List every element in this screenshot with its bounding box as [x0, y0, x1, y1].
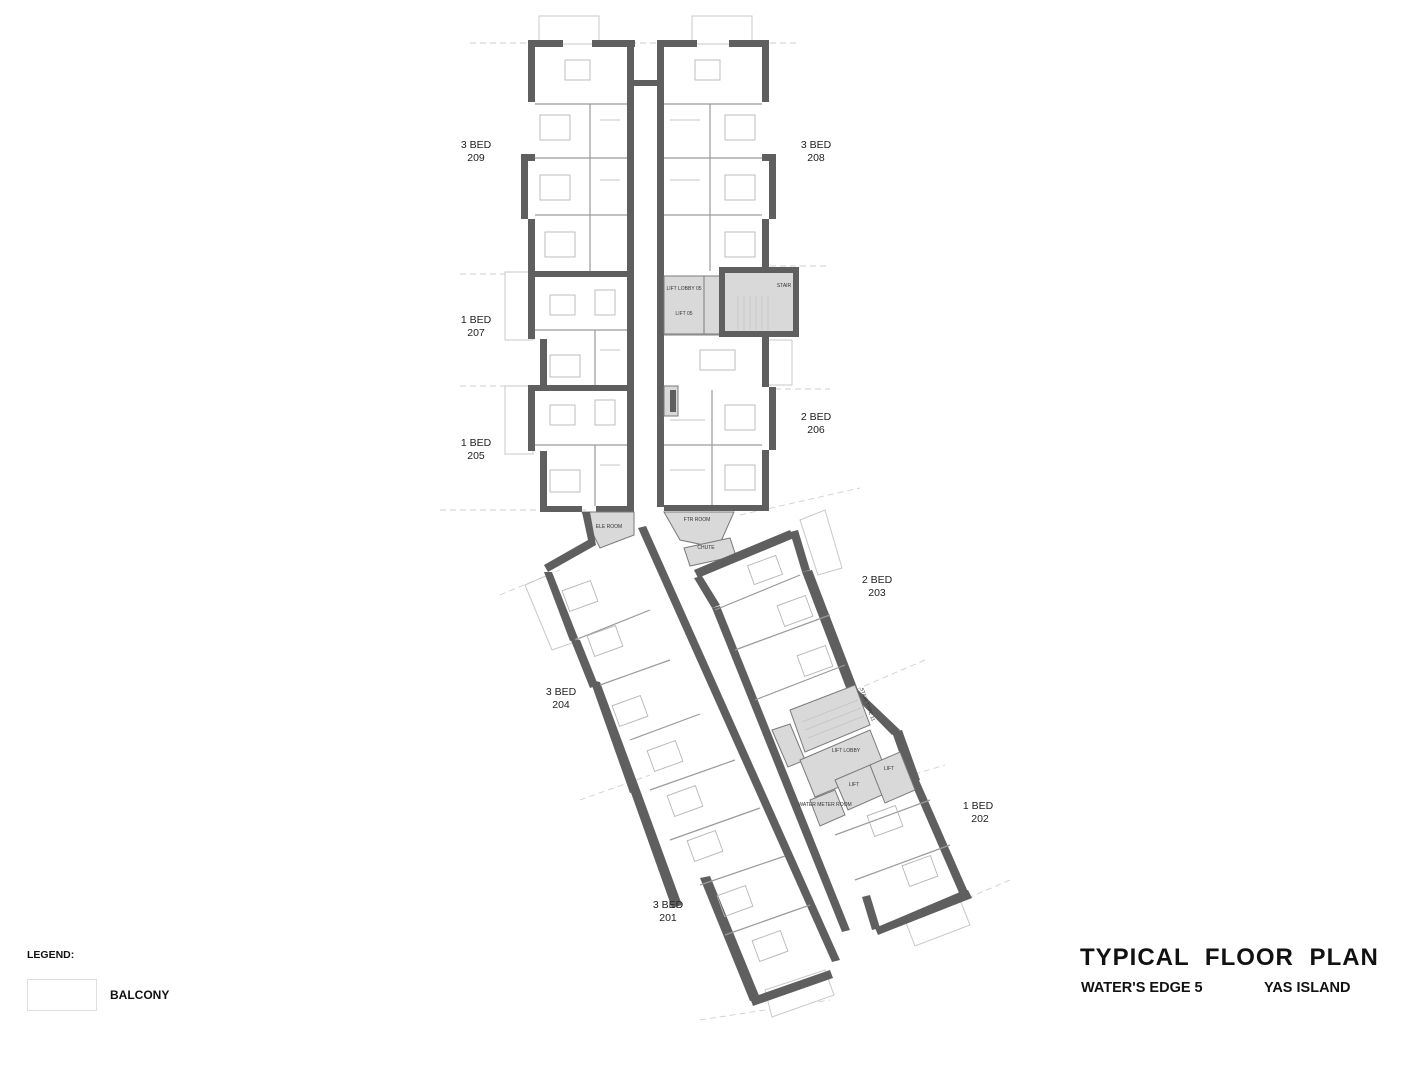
unit-type-label: 1 BED: [461, 437, 492, 449]
chute-label: CHUTE: [697, 545, 715, 551]
unit-type-label: 3 BED: [546, 686, 577, 698]
unit-number-label: 209: [467, 152, 485, 164]
project-location: YAS ISLAND: [1264, 980, 1351, 996]
lift-label: LIFT: [849, 782, 859, 788]
lift-lobby-label: LIFT LOBBY: [832, 748, 861, 754]
balconies: [504, 15, 971, 1018]
water-meter-room-label: WATER METER ROOM: [798, 802, 851, 808]
unit-number-label: 208: [807, 152, 825, 164]
unit-number-label: 202: [971, 813, 989, 825]
lift-label: LIFT 05: [675, 311, 692, 317]
unit-number-label: 205: [467, 450, 485, 462]
unit-type-label: 3 BED: [801, 139, 832, 151]
lift-label: LIFT: [884, 766, 894, 772]
ele-room-label: ELE ROOM: [596, 524, 622, 530]
upper-wing-walls: [521, 40, 776, 512]
lower-left-wing: [544, 512, 840, 1006]
ftr-room-label: FTR ROOM: [684, 517, 711, 523]
unit-number-label: 204: [552, 699, 570, 711]
unit-number-label: 201: [659, 912, 677, 924]
unit-number-label: 206: [807, 424, 825, 436]
lower-core: [771, 684, 916, 827]
upper-wing-furniture: [539, 59, 756, 493]
lift-lobby-label: LIFT LOBBY 05: [666, 286, 701, 292]
lower-right-wing: [694, 530, 972, 935]
unit-type-label: 3 BED: [461, 139, 492, 151]
balcony-legend-swatch: [27, 979, 97, 1011]
unit-labels: 3 BED 209 3 BED 208 1 BED 207 1 BED 205 …: [461, 139, 994, 924]
unit-type-label: 2 BED: [801, 411, 832, 423]
legend-heading: LEGEND:: [27, 949, 75, 961]
stair-label: STAIR: [777, 283, 792, 289]
unit-type-label: 3 BED: [653, 899, 684, 911]
unit-number-label: 203: [868, 587, 886, 599]
unit-type-label: 1 BED: [963, 800, 994, 812]
project-name: WATER'S EDGE 5: [1081, 980, 1203, 996]
page-title: TYPICAL FLOOR PLAN: [1080, 944, 1379, 971]
upper-core: [581, 267, 799, 567]
upper-wing-partitions: [535, 103, 762, 506]
unit-type-label: 1 BED: [461, 314, 492, 326]
unit-type-label: 2 BED: [862, 574, 893, 586]
balcony-legend-label: BALCONY: [110, 988, 170, 1002]
unit-number-label: 207: [467, 327, 485, 339]
